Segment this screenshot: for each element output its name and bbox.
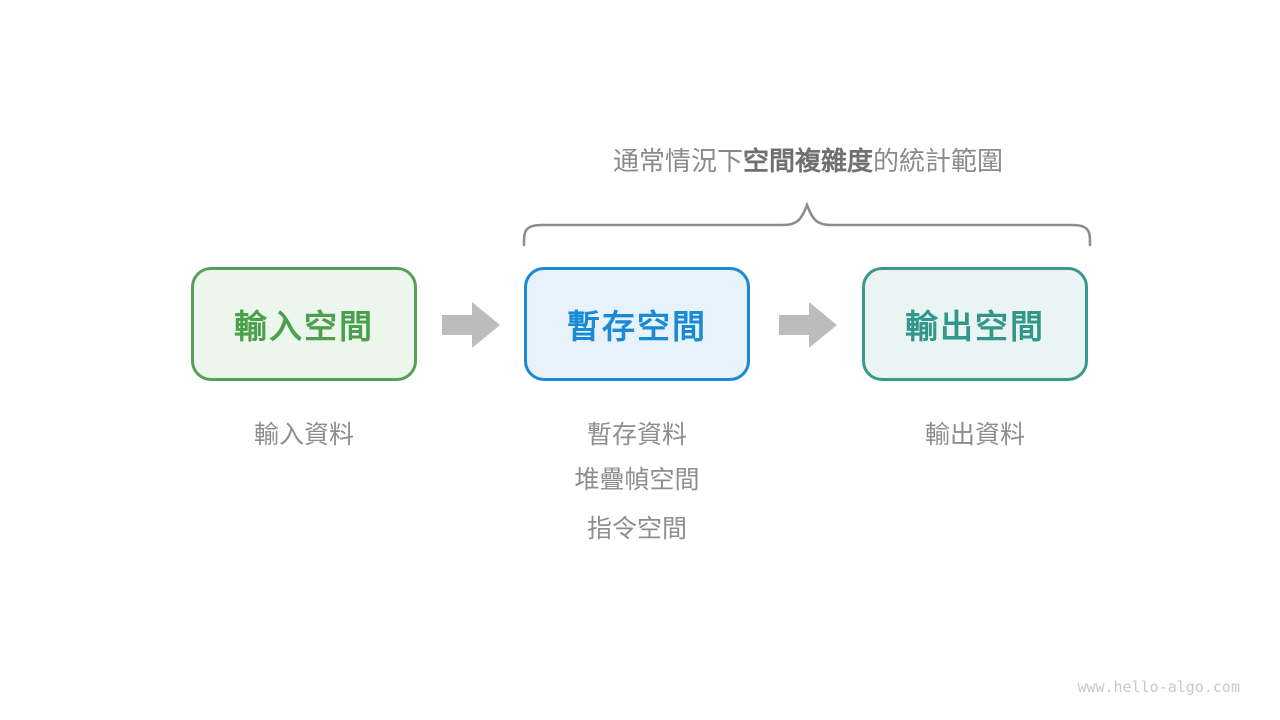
note-instruction-space: 指令空間 (586, 515, 687, 543)
note-stack-frame-space: 堆疊幀空間 (574, 466, 700, 494)
note-buffer-data: 暫存資料 (586, 421, 687, 449)
box-output-label: 輸出空間 (905, 308, 1045, 345)
title-emphasis: 空間複雜度 (742, 146, 873, 176)
note-input-data: 輸入資料 (253, 421, 354, 449)
diagram-title: 通常情況下空間複雜度的統計範圍 (523, 144, 1093, 178)
title-suffix: 的統計範圍 (873, 146, 1004, 176)
curly-brace-icon (522, 201, 1092, 247)
title-prefix: 通常情況下 (612, 146, 743, 176)
box-input-label: 輸入空間 (234, 308, 374, 345)
arrow-right-icon (779, 302, 837, 348)
box-output-space: 輸出空間 (862, 267, 1088, 381)
box-buffer-space: 暫存空間 (524, 267, 750, 381)
box-buffer-label: 暫存空間 (567, 308, 707, 345)
box-input-space: 輸入空間 (191, 267, 417, 381)
site-watermark: www.hello-algo.com (1077, 678, 1240, 696)
note-output-data: 輸出資料 (924, 421, 1025, 449)
arrow-right-icon (442, 302, 500, 348)
